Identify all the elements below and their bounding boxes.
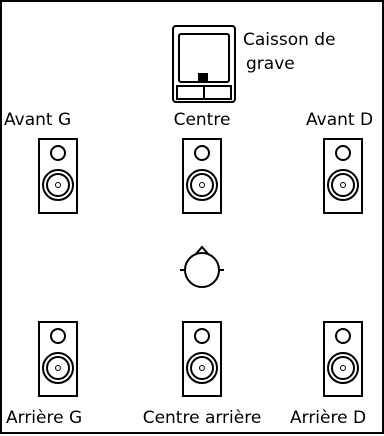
- front-right-label: Avant D: [306, 110, 374, 130]
- subwoofer-label-line2: grave: [246, 54, 295, 74]
- speaker-rear-center-icon: [182, 321, 222, 397]
- front-left-label: Avant G: [4, 110, 72, 130]
- speaker-rear-left-icon: [38, 321, 78, 397]
- rear-left-label: Arrière G: [6, 408, 83, 428]
- center-label: Centre: [173, 110, 231, 130]
- rear-right-label: Arrière D: [290, 408, 367, 428]
- listener-icon: [180, 245, 224, 288]
- rear-center-label: Centre arrière: [142, 408, 262, 428]
- speaker-front-left-icon: [38, 138, 78, 214]
- speaker-center-icon: [182, 138, 222, 214]
- subwoofer-label-line1: Caisson de: [243, 30, 336, 50]
- speaker-front-right-icon: [323, 138, 363, 214]
- speaker-rear-right-icon: [323, 321, 363, 397]
- subwoofer-icon: [172, 25, 236, 103]
